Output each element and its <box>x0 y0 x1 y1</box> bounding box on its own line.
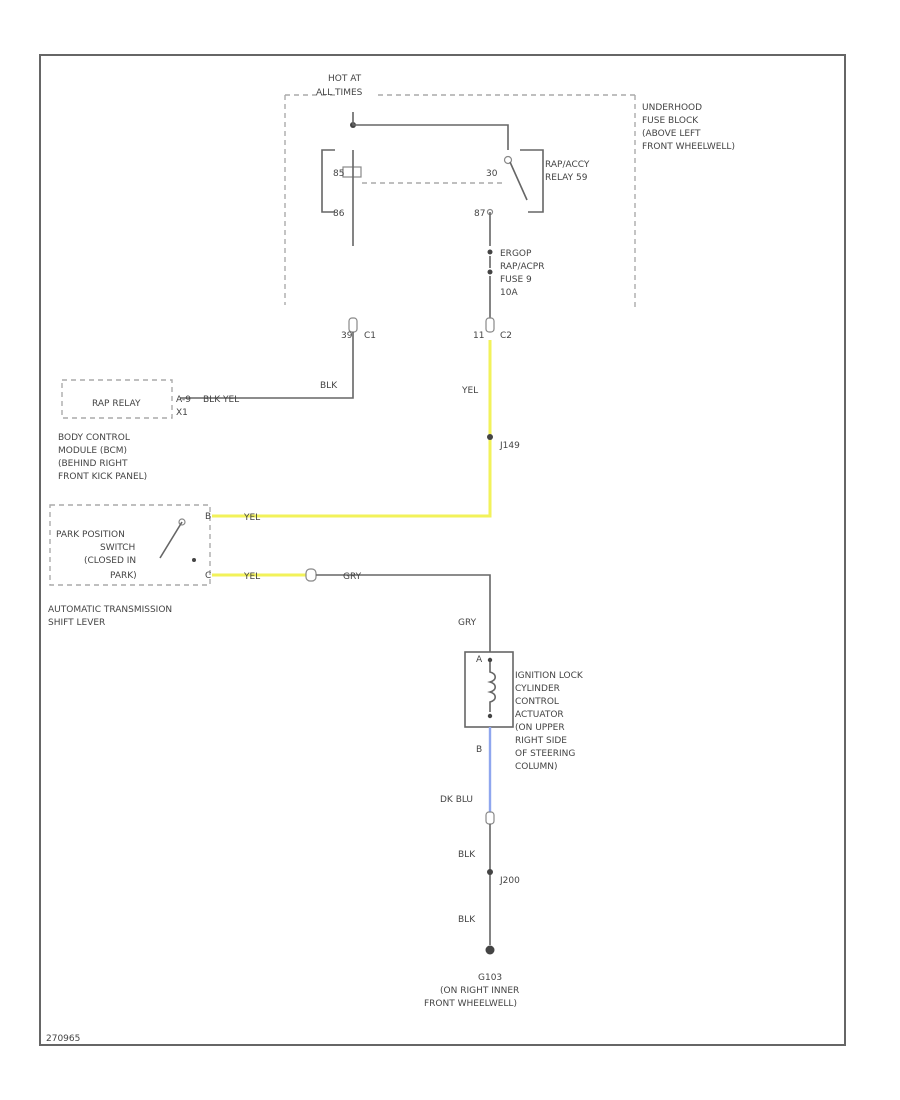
ignition-label-6: RIGHT SIDE <box>515 736 567 746</box>
park-label-3: (CLOSED IN <box>84 556 136 566</box>
fuse-bottom-terminal <box>487 269 493 275</box>
connector-c2 <box>485 317 495 333</box>
ignition-pin-a: A <box>476 655 483 665</box>
figure-id: 270965 <box>46 1034 80 1044</box>
splice-j200-dot <box>487 869 493 875</box>
c1-name: C1 <box>364 331 376 341</box>
c2-pin: 11 <box>473 331 484 341</box>
ignition-label-2: CYLINDER <box>515 684 560 694</box>
fuse-label-3: FUSE 9 <box>500 275 532 285</box>
park-label: PARK POSITION <box>56 530 125 540</box>
bcm-pin: A-9 <box>176 395 191 405</box>
ignition-label: IGNITION LOCK <box>515 671 584 681</box>
underhood-label-4: FRONT WHEELWELL) <box>642 142 735 152</box>
underhood-fuse-block-outline <box>284 94 636 310</box>
relay-pin-86: 86 <box>333 209 345 219</box>
gry-wire-label-2: GRY <box>458 618 477 628</box>
bcm-connector: X1 <box>176 408 188 418</box>
ignition-label-4: ACTUATOR <box>515 710 564 720</box>
splice-j200-label: J200 <box>499 876 520 886</box>
yel-wire-label-2: YEL <box>243 513 260 523</box>
lower-connector <box>485 811 495 825</box>
blk-wire-label: BLK <box>320 381 338 391</box>
park-label-6: SHIFT LEVER <box>48 618 105 628</box>
blk-wire-label-3: BLK <box>458 915 476 925</box>
hot-at-label: HOT AT <box>328 74 362 84</box>
bcm-label-4: FRONT KICK PANEL) <box>58 472 147 482</box>
park-label-4: PARK) <box>110 571 137 581</box>
power-feed-wire <box>352 112 509 150</box>
bcm-label-2: MODULE (BCM) <box>58 446 127 456</box>
bcm-inner-label: RAP RELAY <box>92 399 141 409</box>
relay-label: RAP/ACCY <box>545 160 590 170</box>
fuse-top-terminal <box>487 249 493 255</box>
gry-wire-label: GRY <box>343 572 362 582</box>
diagram-frame <box>39 54 846 1046</box>
ground-label-3: FRONT WHEELWELL) <box>424 999 517 1009</box>
park-label-5: AUTOMATIC TRANSMISSION <box>48 605 172 615</box>
gry-wire <box>316 574 491 652</box>
c1-pin: 39 <box>341 331 353 341</box>
park-label-2: SWITCH <box>100 543 135 553</box>
ignition-label-3: CONTROL <box>515 697 559 707</box>
underhood-label-3: (ABOVE LEFT <box>642 129 701 139</box>
fuse-label-2: RAP/ACPR <box>500 262 544 272</box>
fuse-label: ERGOP <box>500 249 532 259</box>
inline-connector <box>305 568 317 582</box>
park-pin-b: B <box>205 512 211 522</box>
blk-yel-wire-label: BLK YEL <box>203 395 239 405</box>
ground-label: G103 <box>478 973 502 983</box>
hot-at-label-2: ALL TIMES <box>316 88 363 98</box>
fuse-label-4: 10A <box>500 288 518 298</box>
splice-j149-dot <box>487 434 493 440</box>
park-pin-c: C <box>205 571 211 581</box>
yel-wire-feed <box>212 340 492 518</box>
connector-c1 <box>348 317 358 333</box>
relay-pin-85: 85 <box>333 169 344 179</box>
ground-icon <box>485 945 495 955</box>
relay-switch-pivot <box>503 155 513 165</box>
relay-label-2: RELAY 59 <box>545 173 588 183</box>
bcm-outline <box>61 379 173 419</box>
ignition-label-8: COLUMN) <box>515 762 558 772</box>
bcm-label-3: (BEHIND RIGHT <box>58 459 128 469</box>
ignition-pin-b: B <box>476 745 482 755</box>
blk-wire-label-2: BLK <box>458 850 476 860</box>
relay-pin-30: 30 <box>486 169 498 179</box>
dk-blu-wire-label: DK BLU <box>440 795 473 805</box>
c2-name: C2 <box>500 331 512 341</box>
relay-pin-87: 87 <box>474 209 485 219</box>
underhood-label: UNDERHOOD <box>642 103 702 113</box>
park-position-switch <box>49 504 211 586</box>
ignition-lock-actuator <box>464 651 514 728</box>
bcm-label: BODY CONTROL <box>58 433 130 443</box>
ignition-label-5: (ON UPPER <box>515 723 565 733</box>
ground-label-2: (ON RIGHT INNER <box>440 986 519 996</box>
yel-wire-label: YEL <box>461 386 478 396</box>
underhood-label-2: FUSE BLOCK <box>642 116 699 126</box>
relay-switch-contact <box>509 161 528 201</box>
rap-relay <box>321 149 544 246</box>
ignition-label-7: OF STEERING <box>515 749 575 759</box>
yel-wire-label-3: YEL <box>243 572 260 582</box>
blk-wire-to-bcm <box>180 332 354 399</box>
splice-j149-label: J149 <box>499 441 520 451</box>
